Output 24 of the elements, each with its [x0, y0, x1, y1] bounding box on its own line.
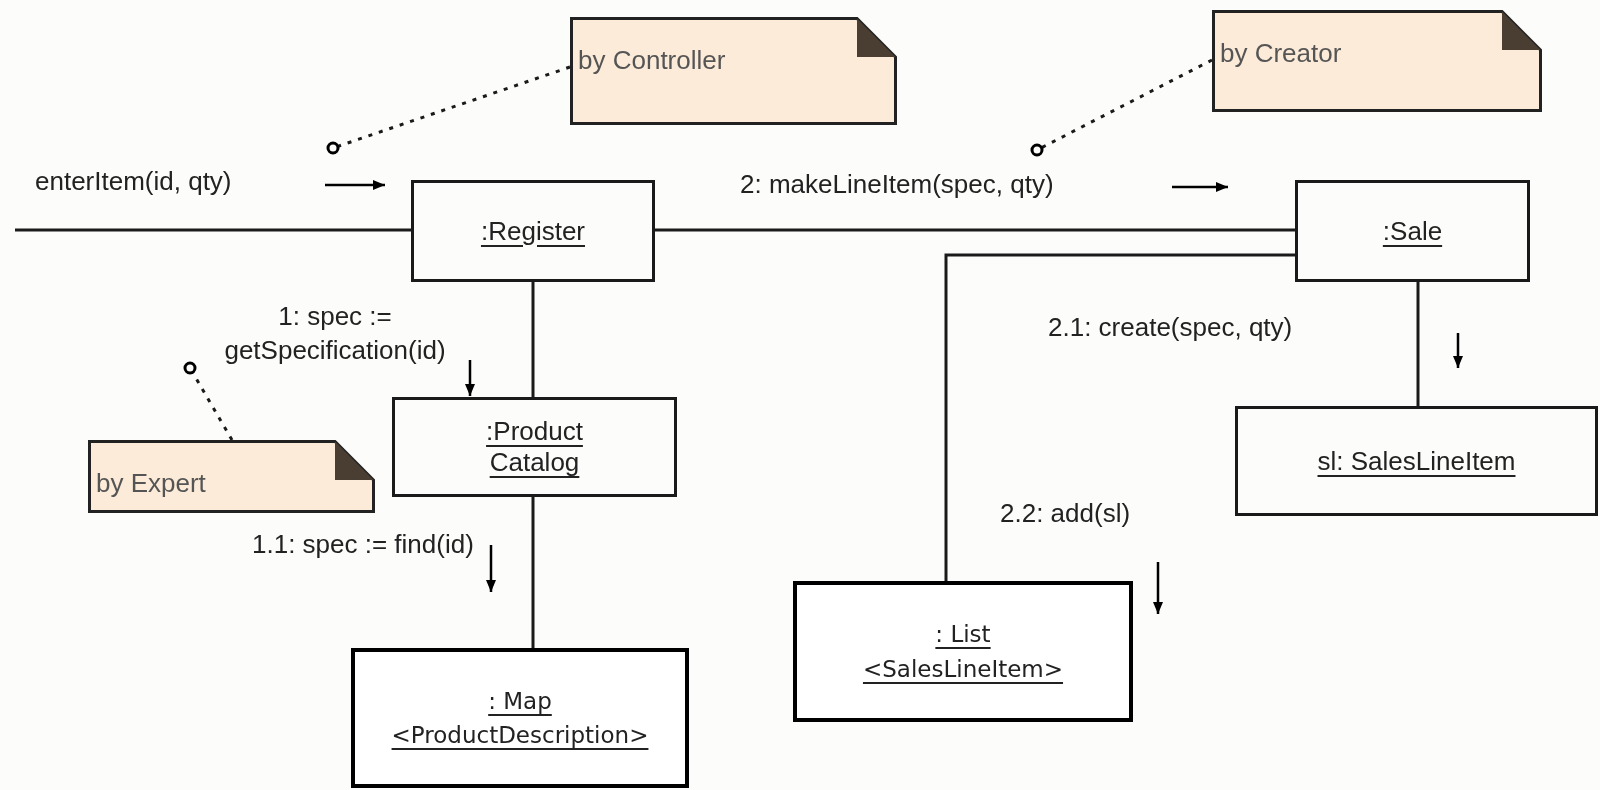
link-line — [531, 497, 535, 648]
link-line — [1416, 282, 1420, 406]
note-text: by Expert — [96, 468, 206, 499]
link-line — [531, 282, 535, 397]
note-anchor-line — [1030, 58, 1213, 157]
object-name: : Map <ProductDescription> — [390, 686, 650, 750]
object-name: :Register — [480, 215, 585, 247]
note-text: by Controller — [578, 45, 726, 76]
object-box — [793, 581, 1133, 722]
link-line — [944, 253, 1295, 581]
object-box — [351, 648, 689, 788]
note-anchor-line — [183, 361, 234, 441]
note-text: by Creator — [1220, 38, 1342, 69]
object-box — [411, 180, 655, 282]
object-box — [392, 397, 677, 497]
note-anchor-line — [326, 65, 571, 155]
object-name: :Sale — [1382, 215, 1443, 247]
link-line — [15, 228, 411, 232]
object-box — [1295, 180, 1530, 282]
object-name: : List <SalesLineItem> — [861, 620, 1065, 684]
link-line — [655, 228, 1295, 232]
object-name: sl: SalesLineItem — [1317, 445, 1516, 477]
object-name: :Product Catalog — [485, 416, 584, 478]
object-box — [1235, 406, 1598, 516]
